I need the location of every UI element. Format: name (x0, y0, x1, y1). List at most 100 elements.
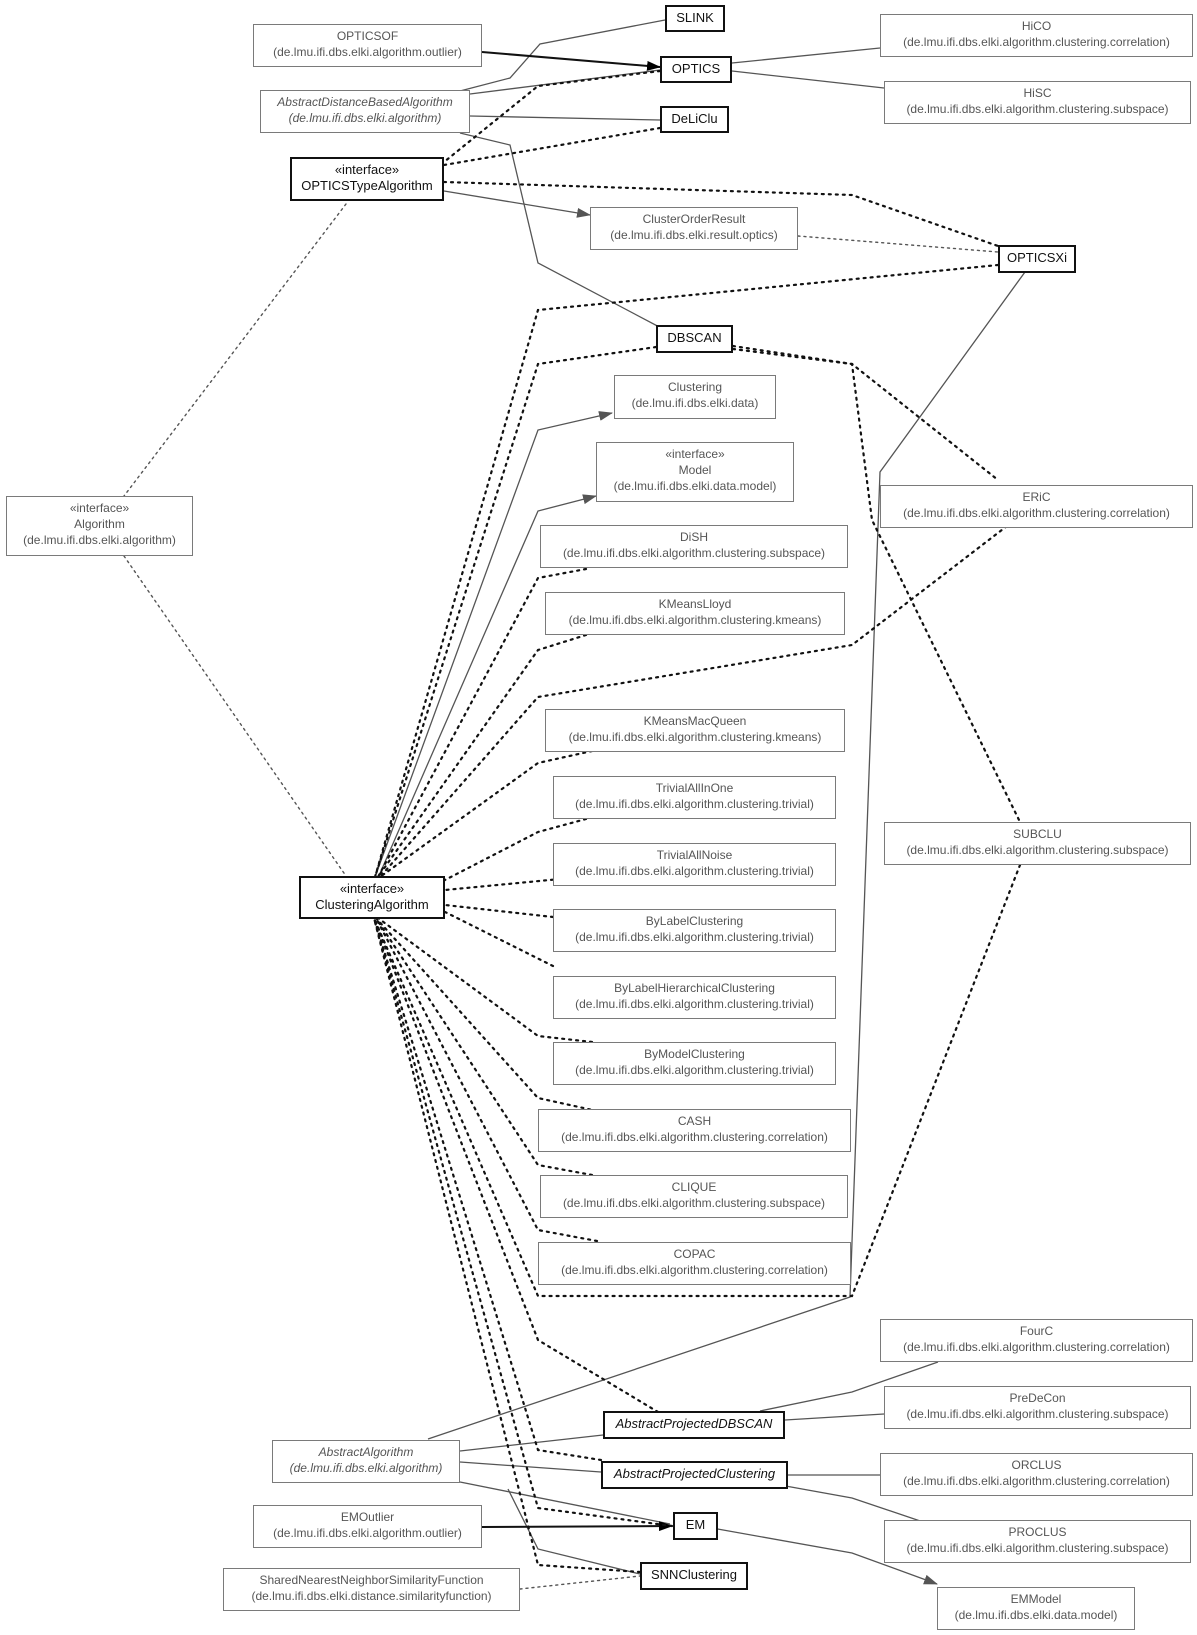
node-name: OPTICS (671, 61, 721, 76)
class-node-clustering-algorithm[interactable]: «interface» ClusteringAlgorithm (299, 876, 445, 919)
node-name: KMeansMacQueen (643, 714, 747, 728)
class-node-deliclu[interactable]: DeLiClu (660, 106, 729, 133)
class-node-abstract-algorithm[interactable]: AbstractAlgorithm (de.lmu.ifi.dbs.elki.a… (272, 1440, 460, 1483)
class-node-slink[interactable]: SLINK (665, 5, 725, 32)
node-name: DiSH (679, 530, 708, 544)
edge-clusterorder-opticsxi (797, 235, 999, 253)
edge-opticstype-clusterorder (443, 190, 591, 218)
node-name: PROCLUS (1008, 1525, 1067, 1539)
node-name: DBSCAN (667, 330, 722, 345)
class-node-opticsxi[interactable]: OPTICSXi (998, 245, 1076, 273)
node-name: COPAC (673, 1247, 716, 1261)
class-node-orclus[interactable]: ORCLUS (de.lmu.ifi.dbs.elki.algorithm.cl… (880, 1453, 1193, 1496)
edge-dbscan-subclu (731, 347, 1022, 824)
realization-lines (372, 69, 1022, 1574)
node-package: (de.lmu.ifi.dbs.elki.algorithm.clusterin… (906, 1407, 1169, 1421)
edge-kmeanslloyd-clusteringalgo (376, 633, 588, 879)
class-node-optics-type-algorithm[interactable]: «interface» OPTICSTypeAlgorithm (290, 157, 444, 201)
edge-abstractalgo-projdbscan (459, 1434, 604, 1452)
edge-clique-clusteringalgo (374, 916, 594, 1177)
node-package: (de.lmu.ifi.dbs.elki.algorithm.outlier) (273, 1526, 462, 1540)
class-node-eric[interactable]: ERiC (de.lmu.ifi.dbs.elki.algorithm.clus… (880, 485, 1193, 528)
class-node-cash[interactable]: CASH (de.lmu.ifi.dbs.elki.algorithm.clus… (538, 1109, 851, 1152)
class-node-predecon[interactable]: PreDeCon (de.lmu.ifi.dbs.elki.algorithm.… (884, 1386, 1191, 1429)
class-node-opticsof[interactable]: OPTICSOF (de.lmu.ifi.dbs.elki.algorithm.… (253, 24, 482, 67)
edge-em-clusteringalgo (372, 916, 674, 1528)
edge-projclustering-clusteringalgo (372, 916, 603, 1462)
class-node-emoutlier[interactable]: EMOutlier (de.lmu.ifi.dbs.elki.algorithm… (253, 1505, 482, 1548)
class-node-cluster-order-result[interactable]: ClusterOrderResult (de.lmu.ifi.dbs.elki.… (590, 207, 798, 250)
class-node-subclu[interactable]: SUBCLU (de.lmu.ifi.dbs.elki.algorithm.cl… (884, 822, 1191, 865)
edge-opticstype-algorithm (123, 203, 347, 497)
node-name: PreDeCon (1009, 1391, 1066, 1405)
class-node-dbscan[interactable]: DBSCAN (656, 325, 733, 353)
node-name: Algorithm (74, 517, 125, 531)
class-node-clustering[interactable]: Clustering (de.lmu.ifi.dbs.elki.data) (614, 375, 776, 419)
node-name: OPTICSOF (336, 29, 399, 43)
node-package: (de.lmu.ifi.dbs.elki.algorithm.clusterin… (575, 797, 814, 811)
class-node-shared-nearest-neighbor-similarity-function[interactable]: SharedNearestNeighborSimilarityFunction … (223, 1568, 520, 1611)
class-node-trivialallinone[interactable]: TrivialAllInOne (de.lmu.ifi.dbs.elki.alg… (553, 776, 836, 819)
node-name: TrivialAllInOne (655, 781, 734, 795)
node-name: ByModelClustering (644, 1047, 745, 1061)
class-node-optics[interactable]: OPTICS (660, 56, 732, 83)
edge-deliclu-opticstype (442, 126, 662, 167)
node-name: AbstractProjectedDBSCAN (615, 1416, 773, 1431)
edge-abstractdistance-deliclu (469, 115, 661, 121)
class-node-model[interactable]: «interface» Model (de.lmu.ifi.dbs.elki.d… (596, 442, 794, 502)
class-node-proclus[interactable]: PROCLUS (de.lmu.ifi.dbs.elki.algorithm.c… (884, 1520, 1191, 1563)
edge-bylabel-clusteringalgo (443, 903, 555, 919)
edge-clusteringalgo-clustering (374, 411, 613, 878)
edge-trivialallinone-clusteringalgo (443, 817, 588, 882)
edge-optics-hico (731, 47, 881, 64)
edge-algorithm-clusteringalgo (123, 555, 347, 877)
node-name: DeLiClu (671, 111, 718, 126)
node-name: ByLabelHierarchicalClustering (614, 981, 775, 995)
edge-projdbscan-fourc (759, 1361, 939, 1412)
node-package: (de.lmu.ifi.dbs.elki.algorithm.clusterin… (906, 102, 1169, 116)
class-node-copac[interactable]: COPAC (de.lmu.ifi.dbs.elki.algorithm.clu… (538, 1242, 851, 1285)
node-name: CLIQUE (671, 1180, 717, 1194)
class-node-snnclustering[interactable]: SNNClustering (640, 1562, 748, 1590)
node-package: (de.lmu.ifi.dbs.elki.algorithm.clusterin… (575, 1063, 814, 1077)
edge-kmeansmacqueen-clusteringalgo (378, 749, 594, 879)
class-node-bylabelhierarchicalclustering[interactable]: ByLabelHierarchicalClustering (de.lmu.if… (553, 976, 836, 1019)
class-node-abstract-projected-dbscan[interactable]: AbstractProjectedDBSCAN (603, 1411, 785, 1439)
edge-cash-clusteringalgo (374, 916, 599, 1113)
class-node-bymodelclustering[interactable]: ByModelClustering (de.lmu.ifi.dbs.elki.a… (553, 1042, 836, 1085)
class-node-hisc[interactable]: HiSC (de.lmu.ifi.dbs.elki.algorithm.clus… (884, 81, 1191, 124)
node-stereotype: «interface» (69, 501, 130, 515)
class-node-emmodel[interactable]: EMModel (de.lmu.ifi.dbs.elki.data.model) (937, 1587, 1135, 1630)
class-node-dish[interactable]: DiSH (de.lmu.ifi.dbs.elki.algorithm.clus… (540, 525, 848, 568)
edge-abstractdistance-optics (469, 69, 661, 95)
edge-copac-clusteringalgo (374, 916, 599, 1243)
class-node-algorithm[interactable]: «interface» Algorithm (de.lmu.ifi.dbs.el… (6, 496, 193, 556)
class-node-hico[interactable]: HiCO (de.lmu.ifi.dbs.elki.algorithm.clus… (880, 14, 1193, 57)
edge-subclu-clusteringalgo (372, 863, 1022, 1298)
node-name: EM (685, 1517, 706, 1532)
node-package: (de.lmu.ifi.dbs.elki.algorithm.outlier) (273, 45, 462, 59)
class-node-em[interactable]: EM (673, 1512, 718, 1540)
class-node-kmeanslloyd[interactable]: KMeansLloyd (de.lmu.ifi.dbs.elki.algorit… (545, 592, 845, 635)
edge-snnsim-snnclustering (519, 1575, 641, 1590)
class-node-clique[interactable]: CLIQUE (de.lmu.ifi.dbs.elki.algorithm.cl… (540, 1175, 848, 1218)
node-package: (de.lmu.ifi.dbs.elki.algorithm.clusterin… (906, 843, 1169, 857)
edge-projdbscan-clusteringalgo (372, 916, 660, 1414)
edge-opticsxi-clusteringalgo (373, 263, 1000, 879)
node-name: ByLabelClustering (645, 914, 744, 928)
class-node-abstract-distance-based-algorithm[interactable]: AbstractDistanceBasedAlgorithm (de.lmu.i… (260, 90, 470, 133)
class-node-abstract-projected-clustering[interactable]: AbstractProjectedClustering (601, 1461, 788, 1489)
node-name: ERiC (1022, 490, 1051, 504)
node-name: Model (678, 463, 712, 477)
class-node-kmeansmacqueen[interactable]: KMeansMacQueen (de.lmu.ifi.dbs.elki.algo… (545, 709, 845, 752)
edge-dish-clusteringalgo (376, 567, 588, 879)
class-node-bylabelclustering[interactable]: ByLabelClustering (de.lmu.ifi.dbs.elki.a… (553, 909, 836, 952)
class-node-fourc[interactable]: FourC (de.lmu.ifi.dbs.elki.algorithm.clu… (880, 1319, 1193, 1362)
node-name: OPTICSXi (1007, 250, 1067, 265)
node-package: (de.lmu.ifi.dbs.elki.distance.similarity… (251, 1589, 492, 1603)
node-name: SUBCLU (1013, 827, 1062, 841)
node-package: (de.lmu.ifi.dbs.elki.algorithm) (288, 111, 442, 125)
node-name: HiCO (1021, 19, 1052, 33)
edge-opticstype-opticsxi (442, 180, 1000, 248)
class-node-trivialallnoise[interactable]: TrivialAllNoise (de.lmu.ifi.dbs.elki.alg… (553, 843, 836, 886)
